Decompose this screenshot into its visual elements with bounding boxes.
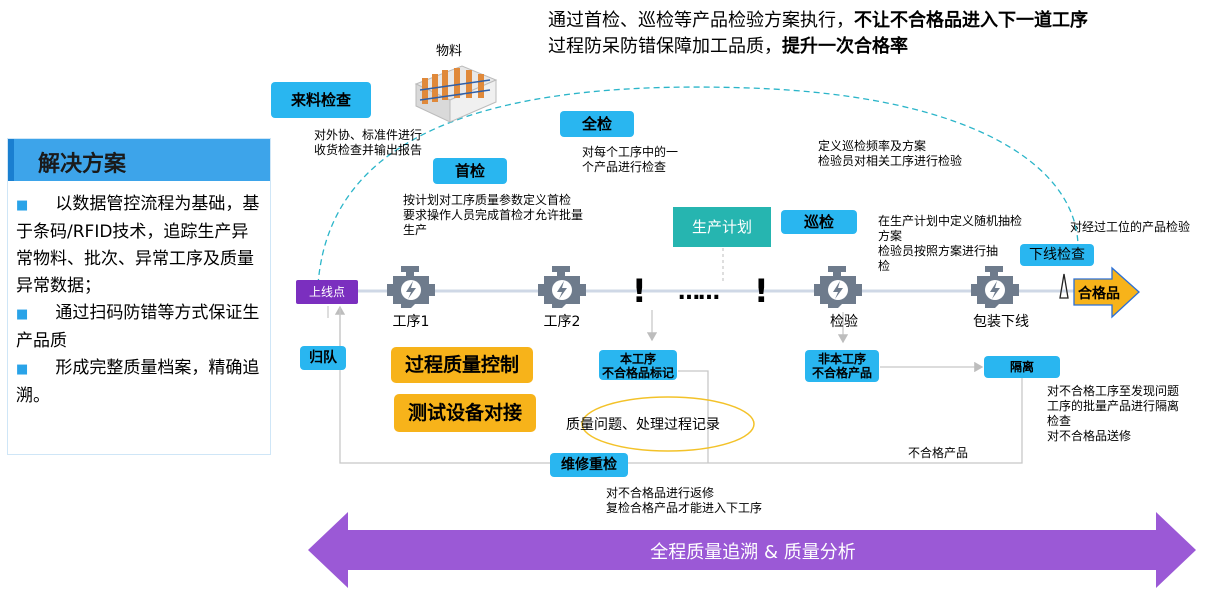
qualified-arrow <box>1073 266 1140 319</box>
solution-item-1-text: 以数据管控流程为基础，基于条码/RFID技术，追踪生产异常物料、批次、异常工序及… <box>16 194 260 296</box>
patrol-plan-note: 在生产计划中定义随机抽检 方案 检验员按照方案进行抽 检 <box>878 214 1023 273</box>
incoming-inspection-tag[interactable]: 来料检查 <box>271 82 371 118</box>
headline-line-2: 过程防呆防错保障加工品质，提升一次合格率 <box>548 34 1088 60</box>
isolation-tag[interactable]: 隔离 <box>984 356 1060 378</box>
incoming-note: 对外协、标准件进行 收货检查并输出报告 <box>314 128 423 157</box>
headline-line-1-normal: 通过首检、巡检等产品检验方案执行， <box>548 10 854 31</box>
station-label-2: 工序2 <box>543 314 581 330</box>
offline-note: 对经过工位的产品检验 <box>1070 220 1191 234</box>
headline-line-2-bold: 提升一次合格率 <box>782 36 908 57</box>
full-inspection-note: 对每个工序中的一 个产品进行检查 <box>582 145 679 174</box>
full-inspection-tag[interactable]: 全检 <box>560 111 634 137</box>
patrol-inspection-tag[interactable]: 巡检 <box>781 210 857 234</box>
engine-icon <box>971 266 1019 308</box>
repair-recheck-tag[interactable]: 维修重检 <box>550 453 628 477</box>
test-device-button[interactable]: 测试设备对接 <box>394 394 536 432</box>
station-label-inspect: 检验 <box>830 314 858 330</box>
headline: 通过首检、巡检等产品检验方案执行，不让不合格品进入下一道工序 过程防呆防错保障加… <box>548 8 1088 60</box>
station-label-pack: 包装下线 <box>973 314 1029 330</box>
solution-item-2-text: 通过扫码防错等方式保证生产品质 <box>16 303 260 351</box>
bullet-square-icon: ■ <box>16 198 29 213</box>
material-label: 物料 <box>436 44 463 59</box>
requeue-tag[interactable]: 归队 <box>300 346 346 370</box>
mark-line <box>678 370 709 463</box>
headline-line-1: 通过首检、巡检等产品检验方案执行，不让不合格品进入下一道工序 <box>548 8 1088 34</box>
repair-note: 对不合格品进行返修 复检合格产品才能进入下工序 <box>606 486 763 515</box>
dashed-arc <box>317 86 1079 286</box>
exclaim-icon: ! <box>754 272 769 310</box>
nonconforming-label: 不合格产品 <box>908 446 969 460</box>
engine-icon <box>538 266 586 308</box>
solution-item-2: ■ 通过扫码防错等方式保证生产品质 <box>16 300 264 355</box>
production-plan-tag[interactable]: 生产计划 <box>673 207 771 247</box>
solution-panel: 解决方案 ■ 以数据管控流程为基础，基于条码/RFID技术，追踪生产异常物料、批… <box>7 138 271 455</box>
banner-text: 全程质量追溯 & 质量分析 <box>650 542 856 563</box>
solution-title-text: 解决方案 <box>38 152 127 177</box>
patrol-definition-note: 定义巡检频率及方案 检验员对相关工序进行检验 <box>818 139 963 168</box>
qualified-label: 合格品 <box>1078 286 1120 302</box>
engine-icon <box>814 266 862 308</box>
not-this-process-tag[interactable]: 非本工序 不合格产品 <box>805 350 879 382</box>
first-inspection-note: 按计划对工序质量参数定义首检 要求操作人员完成首检才允许批量 生产 <box>403 193 584 237</box>
process-quality-button[interactable]: 过程质量控制 <box>391 347 533 383</box>
engine-icon <box>387 266 435 308</box>
isolation-note: 对不合格工序至发现问题 工序的批量产品进行隔离 检查 对不合格品送修 <box>1047 384 1180 443</box>
solution-item-3: ■ 形成完整质量档案，精确追溯。 <box>16 355 264 410</box>
solution-title: 解决方案 <box>8 139 270 181</box>
bullet-square-icon: ■ <box>16 307 29 322</box>
solution-item-1: ■ 以数据管控流程为基础，基于条码/RFID技术，追踪生产异常物料、批次、异常工… <box>16 191 264 300</box>
offline-inspection-tag[interactable]: 下线检查 <box>1020 244 1094 266</box>
first-inspection-tag[interactable]: 首检 <box>433 158 507 184</box>
banner-arrow <box>308 512 1196 588</box>
warehouse-shelf-icon <box>414 65 498 123</box>
exclaim-icon: ! <box>632 272 647 310</box>
record-note: 质量问题、处理过程记录 <box>566 417 720 433</box>
online-point-tag[interactable]: 上线点 <box>296 280 358 304</box>
this-process-mark-tag[interactable]: 本工序 不合格品标记 <box>599 350 677 380</box>
bullet-square-icon: ■ <box>16 362 29 377</box>
headline-line-1-bold: 不让不合格品进入下一道工序 <box>854 10 1088 31</box>
ellipsis-text: …… <box>678 280 720 305</box>
triangle-icon <box>1059 273 1069 299</box>
station-label-1: 工序1 <box>392 314 430 330</box>
return-line <box>334 305 1023 464</box>
solution-list: ■ 以数据管控流程为基础，基于条码/RFID技术，追踪生产异常物料、批次、异常工… <box>16 191 264 410</box>
headline-line-2-normal: 过程防呆防错保障加工品质， <box>548 36 782 57</box>
record-ellipse <box>581 396 755 452</box>
solution-item-3-text: 形成完整质量档案，精确追溯。 <box>16 358 260 406</box>
